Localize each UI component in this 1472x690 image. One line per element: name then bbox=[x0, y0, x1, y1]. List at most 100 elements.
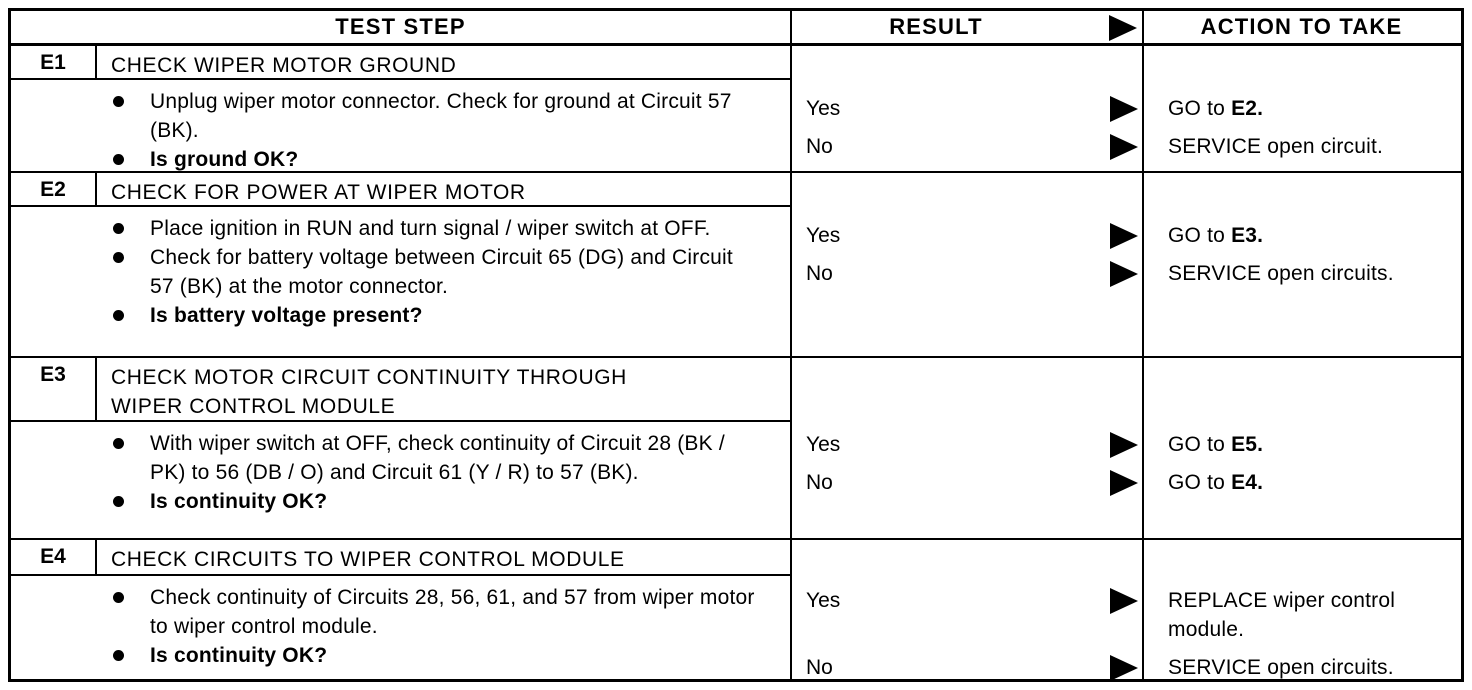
result-action-column: Yes GO to E3. No SERVICE open circuits. bbox=[790, 173, 1461, 356]
result-cell: No bbox=[790, 259, 1144, 288]
instruction-text: Place ignition in RUN and turn signal / … bbox=[150, 217, 711, 240]
step-id: E4 bbox=[11, 540, 97, 574]
test-section-e3: E3 CHECK MOTOR CIRCUIT CONTINUITY THROUG… bbox=[11, 358, 1461, 540]
instruction-item: With wiper switch at OFF, check continui… bbox=[11, 429, 790, 487]
test-section-e2: E2 CHECK FOR POWER AT WIPER MOTOR Place … bbox=[11, 173, 1461, 358]
result-cell: Yes bbox=[790, 430, 1144, 459]
action-step-ref: E4. bbox=[1231, 471, 1264, 494]
header-test-step: TEST STEP bbox=[11, 11, 790, 43]
step-heading-row: E3 CHECK MOTOR CIRCUIT CONTINUITY THROUG… bbox=[11, 358, 790, 422]
instruction-text: Unplug wiper motor connector. Check for … bbox=[150, 90, 732, 142]
instruction-text: Check for battery voltage between Circui… bbox=[150, 246, 733, 298]
result-row: Yes GO to E3. bbox=[790, 221, 1461, 250]
result-label: Yes bbox=[806, 589, 841, 612]
test-step-column: E3 CHECK MOTOR CIRCUIT CONTINUITY THROUG… bbox=[11, 358, 790, 538]
result-label: No bbox=[806, 471, 833, 494]
question-item: Is continuity OK? bbox=[11, 641, 790, 670]
action-text-line2: module. bbox=[1168, 618, 1245, 641]
test-section-e4: E4 CHECK CIRCUITS TO WIPER CONTROL MODUL… bbox=[11, 540, 1461, 682]
result-row: Yes GO to E2. bbox=[790, 94, 1461, 123]
result-row: No SERVICE open circuit. bbox=[790, 132, 1461, 161]
step-title: CHECK MOTOR CIRCUIT CONTINUITY THROUGH W… bbox=[97, 358, 627, 420]
bullet-icon bbox=[113, 96, 124, 107]
result-cell: Yes bbox=[790, 586, 1144, 644]
question-item: Is continuity OK? bbox=[11, 487, 790, 516]
step-id: E2 bbox=[11, 173, 97, 205]
result-label: Yes bbox=[806, 97, 841, 120]
action-cell: GO to E4. bbox=[1144, 468, 1461, 497]
action-text: REPLACE wiper control bbox=[1168, 589, 1396, 612]
result-label: No bbox=[806, 262, 833, 285]
test-section-e1: E1 CHECK WIPER MOTOR GROUND Unplug wiper… bbox=[11, 46, 1461, 173]
header-action: ACTION TO TAKE bbox=[1142, 11, 1461, 43]
action-cell: GO to E2. bbox=[1144, 94, 1461, 123]
arrow-right-icon bbox=[1110, 261, 1138, 287]
result-cell: No bbox=[790, 132, 1144, 161]
arrow-right-icon bbox=[1110, 96, 1138, 122]
action-text: SERVICE open circuit. bbox=[1168, 135, 1384, 158]
bullet-icon bbox=[113, 496, 124, 507]
instruction-text: Check continuity of Circuits 28, 56, 61,… bbox=[150, 586, 755, 638]
arrow-right-icon bbox=[1109, 15, 1137, 41]
bullet-icon bbox=[113, 223, 124, 234]
action-cell: GO to E5. bbox=[1144, 430, 1461, 459]
step-instructions: Check continuity of Circuits 28, 56, 61,… bbox=[11, 576, 790, 670]
step-title: CHECK FOR POWER AT WIPER MOTOR bbox=[97, 173, 526, 205]
result-cell: No bbox=[790, 468, 1144, 497]
header-action-label: ACTION TO TAKE bbox=[1200, 14, 1403, 39]
column-divider bbox=[1142, 11, 1144, 679]
step-title: CHECK WIPER MOTOR GROUND bbox=[97, 46, 456, 78]
action-text: SERVICE open circuits. bbox=[1168, 656, 1394, 679]
arrow-right-icon bbox=[1110, 223, 1138, 249]
step-title-text: CHECK CIRCUITS TO WIPER CONTROL MODULE bbox=[111, 548, 625, 571]
test-step-column: E4 CHECK CIRCUITS TO WIPER CONTROL MODUL… bbox=[11, 540, 790, 679]
action-text: GO to bbox=[1168, 224, 1232, 247]
test-step-column: E2 CHECK FOR POWER AT WIPER MOTOR Place … bbox=[11, 173, 790, 356]
result-row: Yes REPLACE wiper control module. bbox=[790, 586, 1461, 644]
step-heading-row: E2 CHECK FOR POWER AT WIPER MOTOR bbox=[11, 173, 790, 207]
question-item: Is ground OK? bbox=[11, 145, 790, 174]
action-step-ref: E5. bbox=[1231, 433, 1264, 456]
question-text: Is battery voltage present? bbox=[150, 304, 423, 327]
result-row: No SERVICE open circuits. bbox=[790, 653, 1461, 682]
step-instructions: Unplug wiper motor connector. Check for … bbox=[11, 80, 790, 174]
result-label: No bbox=[806, 656, 833, 679]
action-text: GO to bbox=[1168, 433, 1232, 456]
action-step-ref: E3. bbox=[1231, 224, 1264, 247]
result-label: No bbox=[806, 135, 833, 158]
action-text: SERVICE open circuits. bbox=[1168, 262, 1394, 285]
header-result-label: RESULT bbox=[889, 14, 983, 39]
step-title-text: CHECK FOR POWER AT WIPER MOTOR bbox=[111, 181, 526, 204]
question-item: Is battery voltage present? bbox=[11, 301, 790, 330]
header-test-step-label: TEST STEP bbox=[335, 14, 466, 39]
result-action-column: Yes GO to E2. No SERVICE open circuit. bbox=[790, 46, 1461, 171]
result-action-column: Yes REPLACE wiper control module. No SERV… bbox=[790, 540, 1461, 682]
bullet-icon bbox=[113, 154, 124, 165]
action-text: GO to bbox=[1168, 471, 1232, 494]
result-cell: Yes bbox=[790, 221, 1144, 250]
step-title-text: CHECK WIPER MOTOR GROUND bbox=[111, 54, 457, 77]
step-id: E3 bbox=[11, 358, 97, 420]
result-label: Yes bbox=[806, 433, 841, 456]
instruction-item: Unplug wiper motor connector. Check for … bbox=[11, 87, 790, 145]
question-text: Is continuity OK? bbox=[150, 490, 328, 513]
bullet-icon bbox=[113, 650, 124, 661]
step-id: E1 bbox=[11, 46, 97, 78]
step-title: CHECK CIRCUITS TO WIPER CONTROL MODULE bbox=[97, 540, 625, 574]
instruction-item: Place ignition in RUN and turn signal / … bbox=[11, 214, 790, 243]
step-title-line2: WIPER CONTROL MODULE bbox=[111, 395, 396, 418]
question-text: Is continuity OK? bbox=[150, 644, 328, 667]
action-cell: SERVICE open circuits. bbox=[1144, 653, 1461, 682]
bullet-icon bbox=[113, 252, 124, 263]
result-row: Yes GO to E5. bbox=[790, 430, 1461, 459]
test-step-column: E1 CHECK WIPER MOTOR GROUND Unplug wiper… bbox=[11, 46, 790, 171]
result-row: No GO to E4. bbox=[790, 468, 1461, 497]
step-title-text: CHECK MOTOR CIRCUIT CONTINUITY THROUGH bbox=[111, 366, 627, 389]
question-text: Is ground OK? bbox=[150, 148, 299, 171]
arrow-right-icon bbox=[1110, 588, 1138, 614]
step-instructions: With wiper switch at OFF, check continui… bbox=[11, 422, 790, 516]
result-action-column: Yes GO to E5. No GO to E4. bbox=[790, 358, 1461, 538]
action-text: GO to bbox=[1168, 97, 1232, 120]
bullet-icon bbox=[113, 592, 124, 603]
